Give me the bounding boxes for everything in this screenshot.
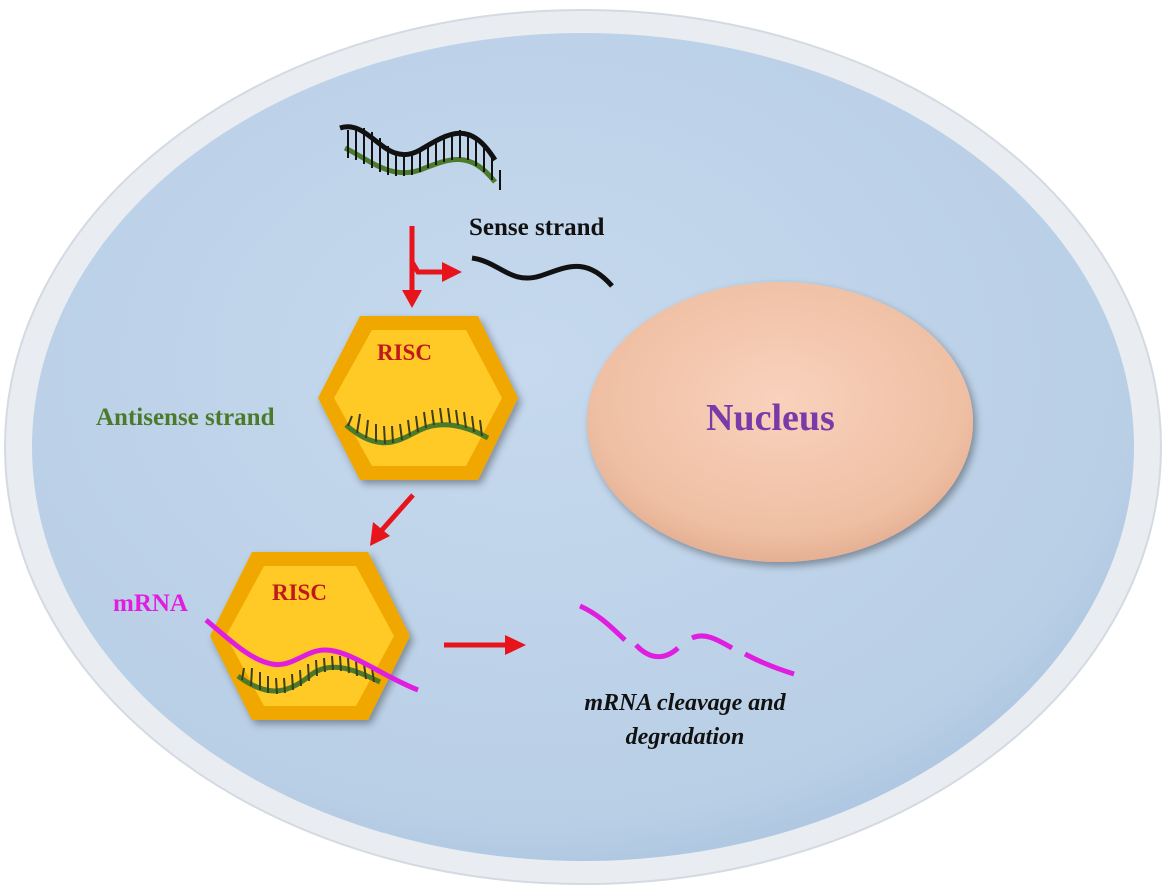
sense-strand — [471, 255, 614, 288]
antisense-mrna-duplex — [204, 618, 419, 695]
risc-complex-bottom — [210, 552, 410, 720]
nucleus-label: Nucleus — [706, 397, 835, 439]
cleavage-label: mRNA cleavage and degradation — [584, 690, 786, 750]
sense-strand-label: Sense strand — [469, 214, 605, 241]
sirna-duplex — [339, 124, 501, 190]
cleaved-mrna-fragments — [578, 603, 795, 677]
unwinding-arrows — [402, 226, 462, 308]
arrow-to-target — [370, 493, 415, 546]
mrna-label: mRNA — [113, 590, 188, 617]
risc-bottom-label: RISC — [272, 580, 327, 605]
antisense-strand-bound — [344, 407, 490, 446]
arrow-to-cleavage — [444, 635, 526, 655]
antisense-strand-label: Antisense strand — [96, 404, 275, 431]
nucleus — [587, 282, 973, 562]
risc-top-label: RISC — [377, 340, 432, 365]
